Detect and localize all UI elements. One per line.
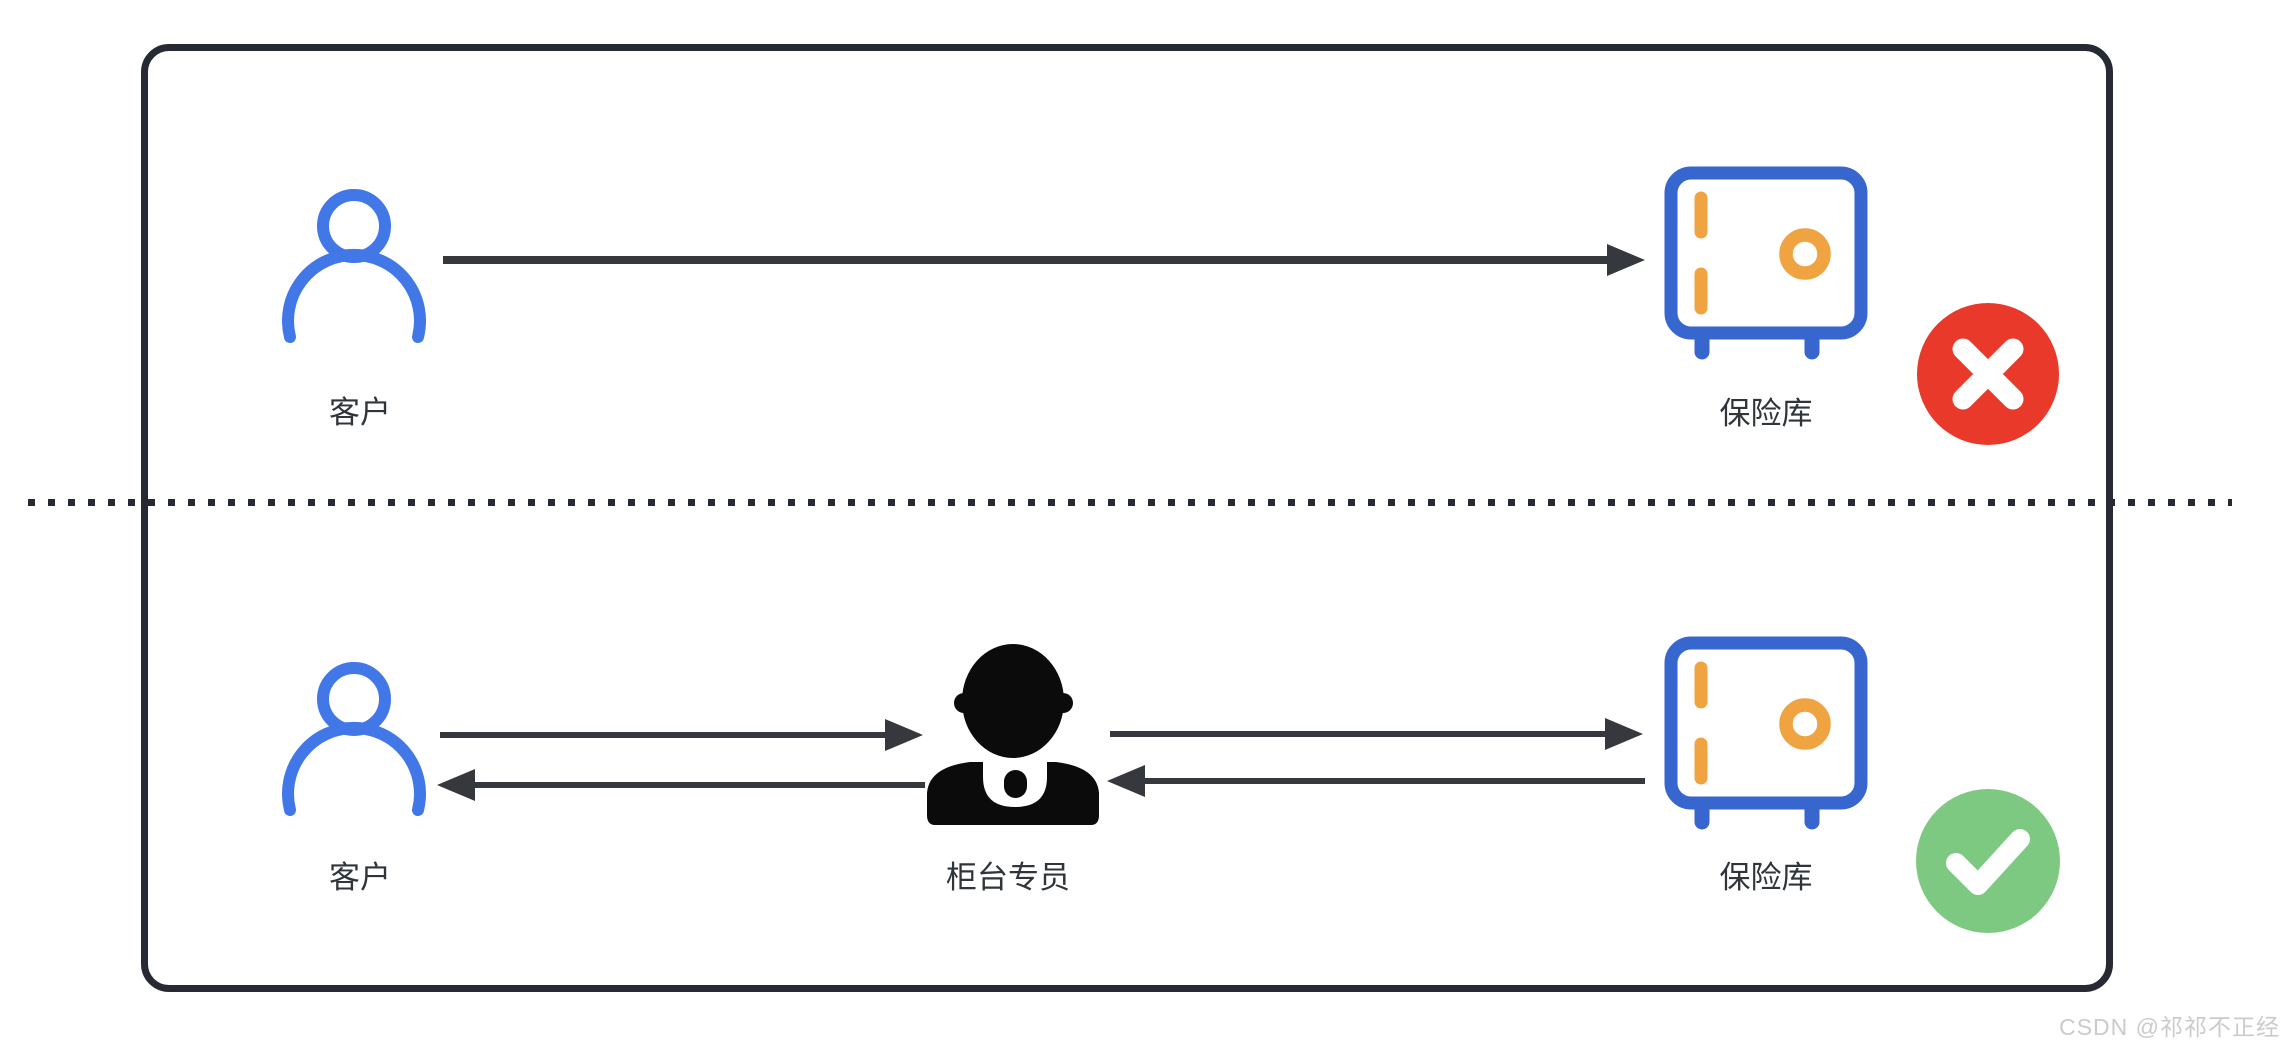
arrow-customer-to-vault — [443, 244, 1645, 276]
arrow-shaft — [467, 782, 925, 788]
arrow-head-icon — [1607, 244, 1645, 276]
arrow-clerk-to-vault — [1110, 718, 1643, 750]
vault-icon — [1664, 636, 1868, 830]
watermark: CSDN @祁祁不正经 — [2059, 1014, 2280, 1040]
arrow-head-icon — [437, 769, 475, 801]
vault-icon — [1664, 166, 1868, 360]
vault-label: 保险库 — [1719, 860, 1813, 895]
customer-label: 客户 — [329, 860, 391, 895]
diagram-frame — [141, 44, 2113, 992]
arrow-shaft — [440, 732, 893, 738]
arrow-clerk-to-customer — [437, 769, 925, 801]
clerk-icon — [927, 644, 1099, 825]
customer-icon — [282, 189, 426, 343]
clerk-label: 柜台专员 — [946, 860, 1070, 895]
error-x-circle-icon — [1917, 303, 2059, 445]
vault-label: 保险库 — [1719, 396, 1813, 431]
arrow-customer-to-clerk — [440, 719, 923, 751]
customer-label: 客户 — [329, 395, 391, 430]
arrow-shaft — [443, 256, 1615, 264]
customer-icon — [282, 662, 426, 816]
arrow-shaft — [1137, 778, 1645, 784]
arrow-shaft — [1110, 731, 1613, 737]
arrow-head-icon — [885, 719, 923, 751]
arrow-vault-to-clerk — [1107, 765, 1645, 797]
success-check-circle-icon — [1916, 789, 2060, 933]
dotted-divider — [28, 499, 2232, 506]
arrow-head-icon — [1107, 765, 1145, 797]
arrow-head-icon — [1605, 718, 1643, 750]
